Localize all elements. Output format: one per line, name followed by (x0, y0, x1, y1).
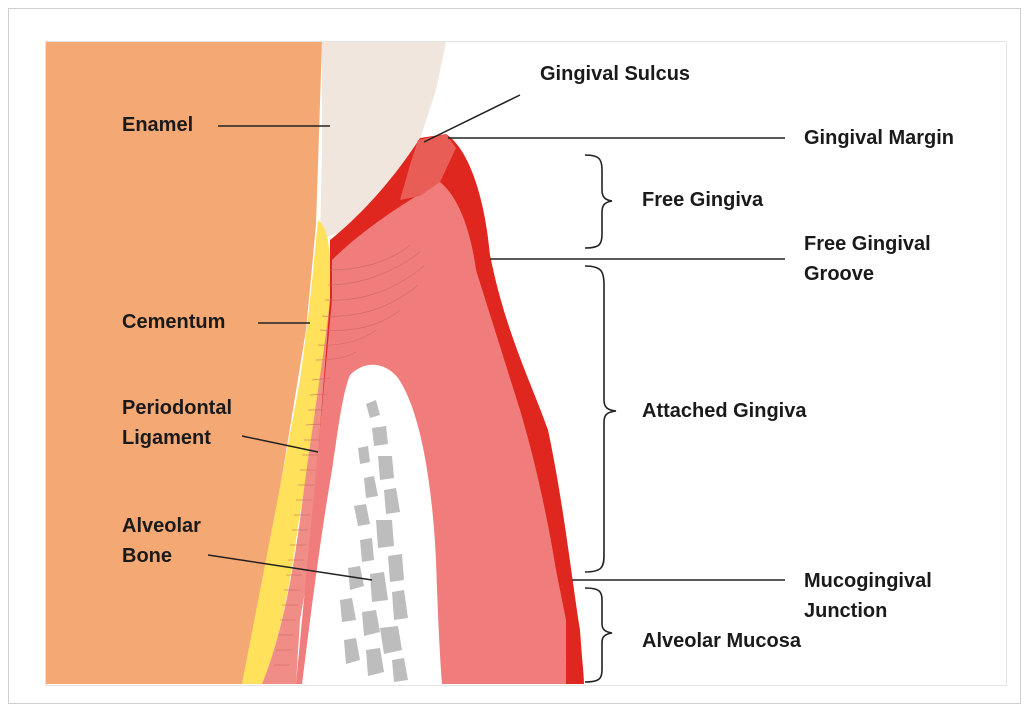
alveolar-mucosa-brace (585, 588, 612, 682)
label-free-gingival-groove-line2: Groove (804, 259, 874, 290)
label-enamel: Enamel (122, 110, 193, 141)
label-gingival-sulcus: Gingival Sulcus (540, 59, 690, 90)
free-gingiva-brace (585, 155, 612, 248)
gingival-sulcus-leader (424, 95, 520, 142)
label-mucogingival-junction-line2: Junction (804, 596, 887, 627)
label-free-gingiva: Free Gingiva (642, 185, 763, 216)
label-periodontal-ligament-line1: Periodontal (122, 393, 232, 424)
label-alveolar-bone-line1: Alveolar (122, 511, 201, 542)
label-alveolar-bone-line2: Bone (122, 541, 172, 572)
label-alveolar-mucosa: Alveolar Mucosa (642, 626, 801, 657)
label-periodontal-ligament-line2: Ligament (122, 423, 211, 454)
label-free-gingival-groove-line1: Free Gingival (804, 229, 931, 260)
braces (585, 155, 616, 682)
label-attached-gingiva: Attached Gingiva (642, 396, 806, 427)
label-mucogingival-junction-line1: Mucogingival (804, 566, 932, 597)
attached-gingiva-brace (585, 266, 616, 572)
label-cementum: Cementum (122, 307, 225, 338)
label-gingival-margin: Gingival Margin (804, 123, 954, 154)
